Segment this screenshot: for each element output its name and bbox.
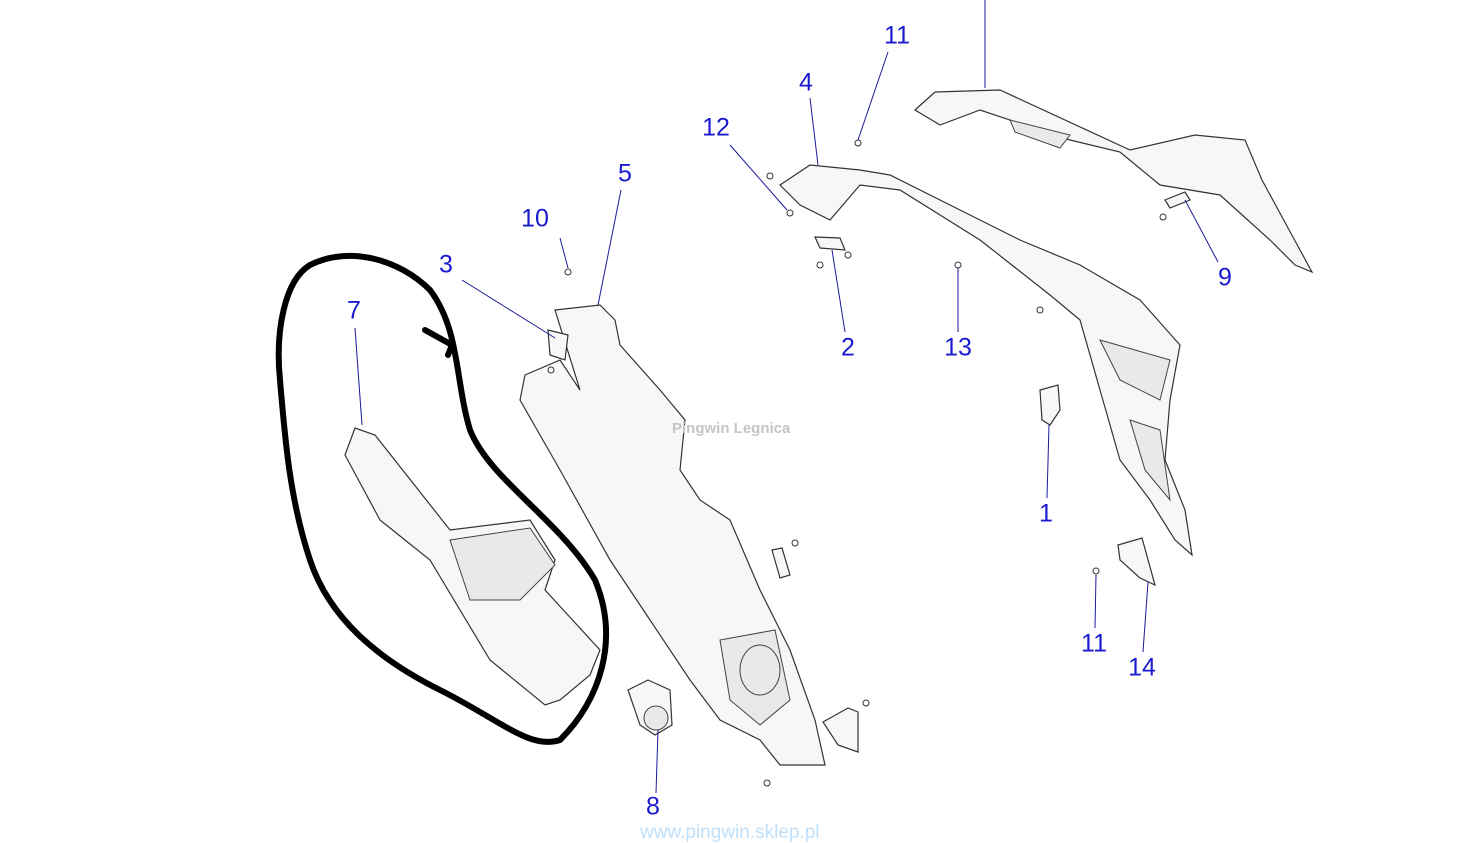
callout-14: 14 <box>1128 653 1156 682</box>
callout-9: 9 <box>1218 263 1232 292</box>
annotation-loop <box>275 252 609 745</box>
callout-11-lower: 11 <box>1081 629 1107 658</box>
callout-4: 4 <box>799 68 813 97</box>
screws <box>547 139 1167 787</box>
leader-lines <box>354 0 1219 794</box>
part-right-side-panel <box>779 164 1193 557</box>
callout-1: 1 <box>1039 499 1053 528</box>
callout-8: 8 <box>646 792 660 821</box>
callout-3: 3 <box>439 250 453 279</box>
part-7-panel <box>344 427 601 706</box>
callout-11: 11 <box>884 21 910 50</box>
callout-7: 7 <box>347 296 361 325</box>
watermark-footer-link[interactable]: www.pingwin.sklep.pl <box>640 822 820 843</box>
callout-12: 12 <box>702 113 730 142</box>
callout-5: 5 <box>618 159 632 188</box>
part-rear-top-panel <box>913 89 1314 274</box>
part-8-grommet <box>627 679 673 736</box>
callout-2: 2 <box>841 333 855 362</box>
part-left-side-panel <box>519 304 826 766</box>
callout-10: 10 <box>521 204 549 233</box>
small-brackets <box>547 191 1191 753</box>
callout-13: 13 <box>944 333 972 362</box>
watermark-center: Pingwin Legnica <box>672 420 791 437</box>
